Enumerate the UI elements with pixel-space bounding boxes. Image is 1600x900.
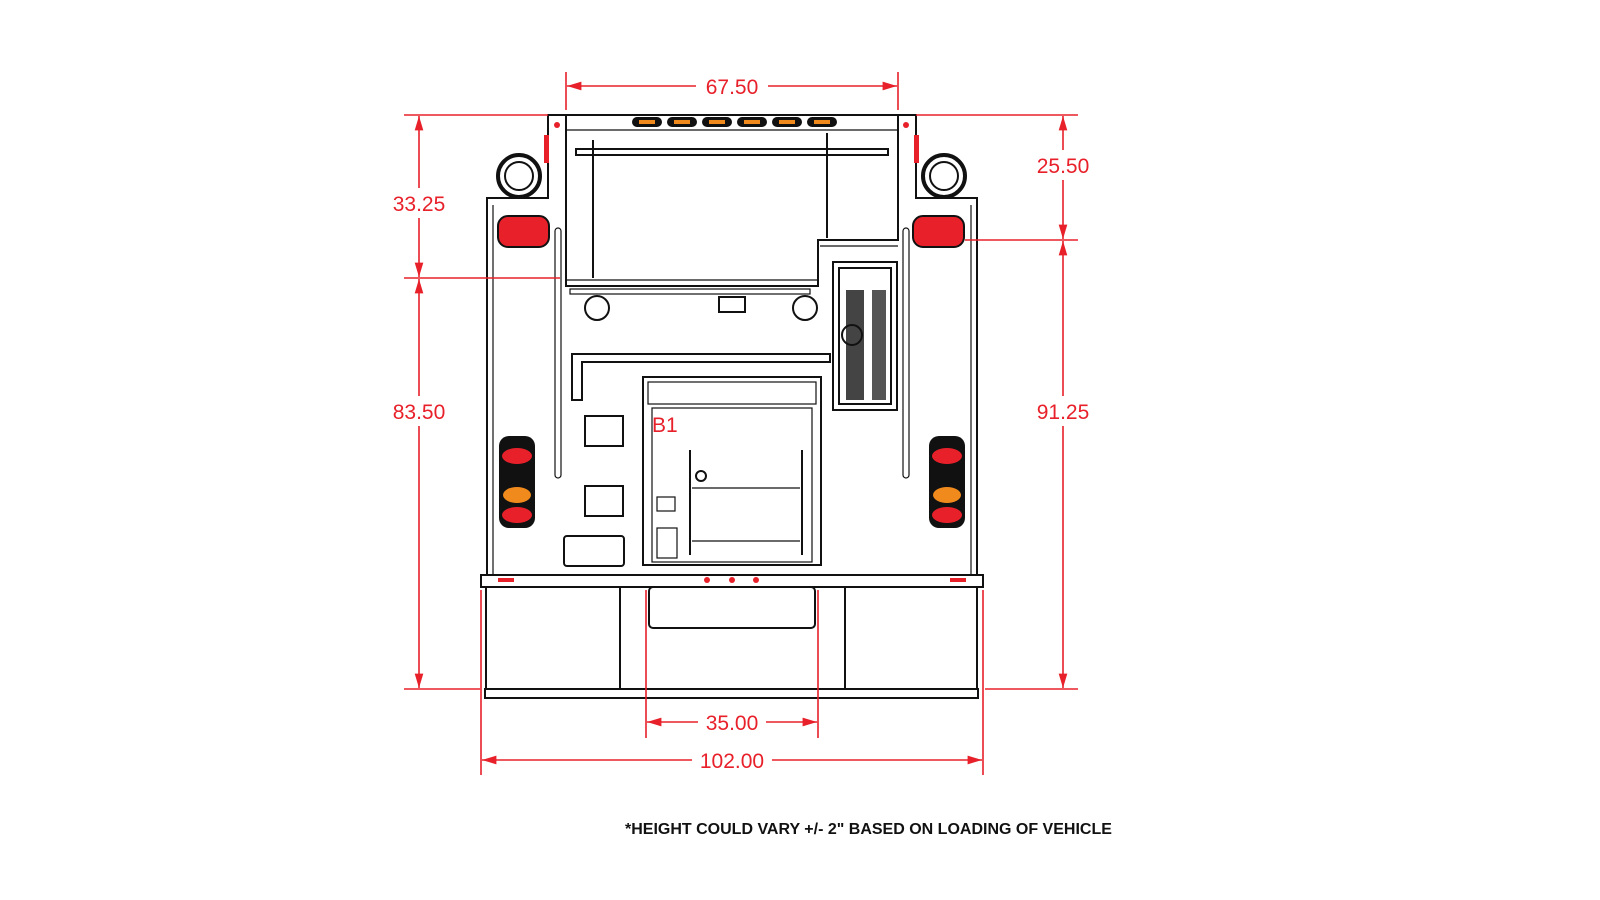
svg-text:91.25: 91.25 <box>1037 401 1090 424</box>
receiver-hitch <box>648 586 816 629</box>
dimension-left-heights: 33.25 83.50 <box>393 114 560 690</box>
marker-light-right <box>903 122 909 128</box>
side-marker-left <box>544 135 549 163</box>
dimension-top-width: 67.50 <box>565 72 899 110</box>
step-shelf <box>571 353 831 401</box>
side-marker-right <box>914 135 919 163</box>
underbody-box-right <box>844 586 978 690</box>
round-lamp-right-icon <box>921 153 967 199</box>
access-door-lower <box>584 485 624 517</box>
amber-light-bar <box>632 117 837 127</box>
svg-text:25.50: 25.50 <box>1037 155 1090 178</box>
svg-text:83.50: 83.50 <box>393 401 446 424</box>
tail-light-left <box>499 436 535 528</box>
dimension-right-heights: 25.50 91.25 <box>916 114 1090 690</box>
grab-handle-right <box>902 227 910 479</box>
reverse-light-right <box>792 295 818 321</box>
flood-light-right <box>912 215 965 248</box>
height-footnote: *HEIGHT COULD VARY +/- 2" BASED ON LOADI… <box>625 821 1112 838</box>
dimension-overall-width: 102.00 <box>480 590 984 775</box>
svg-text:67.50: 67.50 <box>706 76 759 99</box>
compartment-label-b1: B1 <box>652 414 678 437</box>
round-lamp-left-icon <box>496 153 542 199</box>
rear-bumper <box>480 574 984 588</box>
frame-base <box>484 688 979 699</box>
dimension-hitch-width: 35.00 <box>645 590 819 738</box>
svg-text:33.25: 33.25 <box>393 193 446 216</box>
grab-handle-left <box>554 227 562 479</box>
access-door-upper <box>584 415 624 447</box>
svg-text:35.00: 35.00 <box>706 712 759 735</box>
underbody-box-left <box>485 586 621 690</box>
control-panel <box>832 261 898 411</box>
svg-text:102.00: 102.00 <box>700 750 764 773</box>
reverse-light-left <box>584 295 610 321</box>
tail-light-right <box>929 436 965 528</box>
license-plate <box>563 535 625 567</box>
marker-light-left <box>554 122 560 128</box>
backup-camera <box>718 296 746 313</box>
reel-compartment <box>642 376 822 566</box>
flood-light-left <box>497 215 550 248</box>
